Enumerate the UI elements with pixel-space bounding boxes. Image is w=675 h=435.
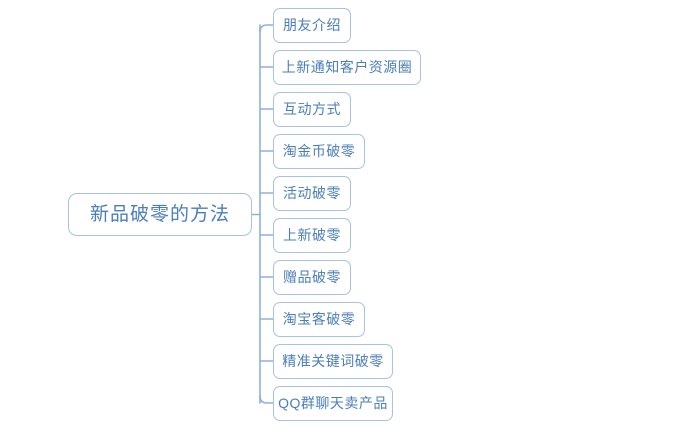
child-node[interactable]: 上新通知客户资源圈 [273,49,421,85]
child-node[interactable]: QQ群聊天卖产品 [273,385,393,421]
child-connector-0 [259,24,274,33]
child-node-label: 精准关键词破零 [282,353,384,369]
root-node[interactable]: 新品破零的方法 [68,193,252,236]
child-node[interactable]: 精准关键词破零 [273,343,393,379]
child-node-label: QQ群聊天卖产品 [278,395,388,411]
child-node-label: 淘金币破零 [282,143,356,159]
child-node-label: 上新通知客户资源圈 [281,59,413,75]
child-connector-9 [259,395,274,404]
root-node-label: 新品破零的方法 [89,204,230,225]
child-node[interactable]: 赠品破零 [273,259,351,295]
child-node[interactable]: 淘金币破零 [273,133,365,169]
child-node[interactable]: 上新破零 [273,217,351,253]
child-node-label: 互动方式 [283,101,341,117]
child-node-label: 赠品破零 [283,269,341,285]
child-node[interactable]: 活动破零 [273,175,351,211]
child-node-label: 朋友介绍 [283,17,341,33]
child-node-label: 活动破零 [283,185,341,201]
child-node[interactable]: 朋友介绍 [273,7,351,43]
child-node-label: 上新破零 [283,227,341,243]
child-node-label: 淘宝客破零 [282,311,356,327]
child-node[interactable]: 淘宝客破零 [273,301,365,337]
child-node[interactable]: 互动方式 [273,91,351,127]
